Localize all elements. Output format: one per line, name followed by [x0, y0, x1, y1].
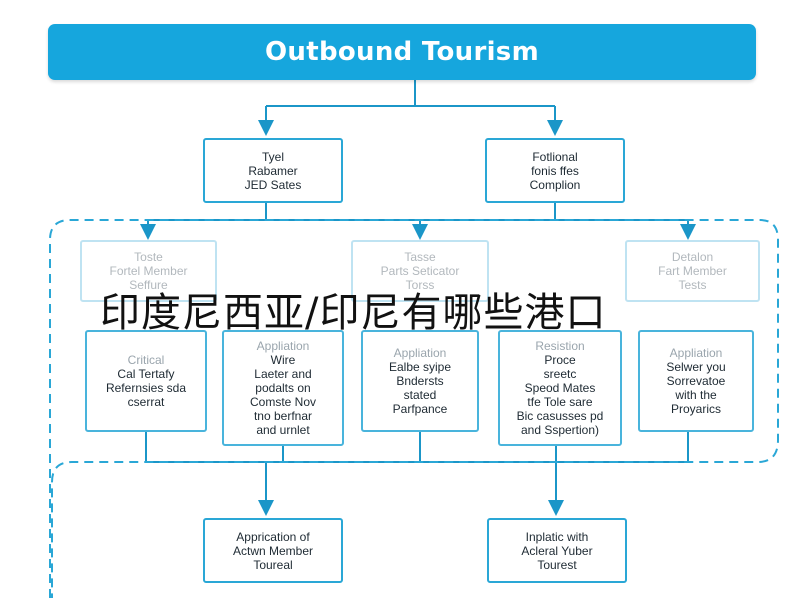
diagram-title: Outbound Tourism — [265, 37, 539, 67]
box-text-line: Actwn Member — [232, 543, 314, 558]
box-text-line: Parts Seticator — [380, 264, 460, 278]
box-text-line: Torss — [405, 278, 435, 292]
box-text-line: Rabamer — [248, 163, 298, 178]
box-level4-1: Critical Cal Tertafy Refernsies sda cser… — [85, 330, 207, 432]
box-level5-right: Inplatic with Acleral Yuber Tourest — [487, 518, 627, 583]
overlay-caption: 印度尼西亚/印尼有哪些港口 — [100, 290, 607, 336]
box-text-line: Laeter and — [254, 367, 312, 381]
box-text-line: Bic casusses pd — [516, 409, 604, 423]
box-text-line: Refernsies sda — [105, 381, 187, 395]
box-text-line: Toureal — [253, 557, 293, 572]
box-text-line: Proce — [544, 353, 576, 367]
box-text-line: Ealbe syipe — [388, 360, 452, 374]
box-text-line: Fortel Member — [109, 264, 188, 278]
box-text-line: Seffure — [129, 278, 168, 292]
box-text-line: Fotlional — [532, 149, 578, 164]
box-text-line: Selwer you — [666, 360, 726, 374]
box-heading: Resistion — [535, 339, 585, 353]
box-text-line: and Sspertion) — [520, 423, 600, 437]
group-outline — [49, 219, 779, 598]
box-level4-3: Appliation Ealbe syipe Bndersts stated P… — [361, 330, 479, 432]
box-text-line: Cal Tertafy — [117, 367, 175, 381]
box-text-line: Tourest — [537, 557, 577, 572]
box-level4-5: Appliation Selwer you Sorrevatoe with th… — [638, 330, 754, 432]
box-text-line: Speod Mates — [524, 381, 596, 395]
box-text-line: Tasse — [404, 250, 436, 264]
box-level3-middle: Tasse Parts Seticator Torss — [351, 240, 489, 302]
box-level2-left: Tyel Rabamer JED Sates — [203, 138, 343, 203]
box-text-line: Fart Member — [658, 264, 727, 278]
box-level4-2: Appliation Wire Laeter and podalts on Co… — [222, 330, 344, 446]
box-text-line: Wire — [270, 353, 296, 367]
box-text-line: with the — [675, 388, 717, 402]
box-level3-right: Detalon Fart Member Tests — [625, 240, 760, 302]
title-banner: Outbound Tourism — [48, 24, 756, 80]
box-text-line: Apprication of — [236, 529, 310, 544]
box-text-line: Comste Nov — [249, 395, 317, 409]
box-text-line: Inplatic with — [525, 529, 589, 544]
box-text-line: Bndersts — [396, 374, 444, 388]
box-text-line: Sorrevatoe — [666, 374, 726, 388]
box-text-line: tfe Tole sare — [527, 395, 593, 409]
box-text-line: JED Sates — [244, 177, 302, 192]
box-text-line: fonis ffes — [531, 163, 579, 178]
box-heading: Appliation — [393, 346, 447, 360]
box-text-line: and urnlet — [256, 423, 310, 437]
box-heading: Critical — [127, 353, 165, 367]
box-text-line: Proyarics — [670, 402, 721, 416]
box-text-line: Detalon — [671, 250, 714, 264]
box-text-line: Acleral Yuber — [521, 543, 593, 558]
box-heading: Appliation — [256, 339, 310, 353]
box-level5-left: Apprication of Actwn Member Toureal — [203, 518, 343, 583]
box-level4-4: Resistion Proce sreetc Speod Mates tfe T… — [498, 330, 622, 446]
box-text-line: cserrat — [127, 395, 165, 409]
box-text-line: Parfpance — [392, 402, 448, 416]
box-text-line: sreetc — [543, 367, 577, 381]
box-text-line: tno berfnar — [253, 409, 313, 423]
box-text-line: stated — [403, 388, 437, 402]
box-text-line: Tyel — [261, 149, 284, 164]
box-level2-right: Fotlional fonis ffes Complion — [485, 138, 625, 203]
box-text-line: Complion — [529, 177, 581, 192]
box-level3-left: Toste Fortel Member Seffure — [80, 240, 217, 302]
box-text-line: podalts on — [255, 381, 311, 395]
box-heading: Appliation — [669, 346, 723, 360]
box-text-line: Toste — [134, 250, 163, 264]
box-text-line: Tests — [678, 278, 707, 292]
